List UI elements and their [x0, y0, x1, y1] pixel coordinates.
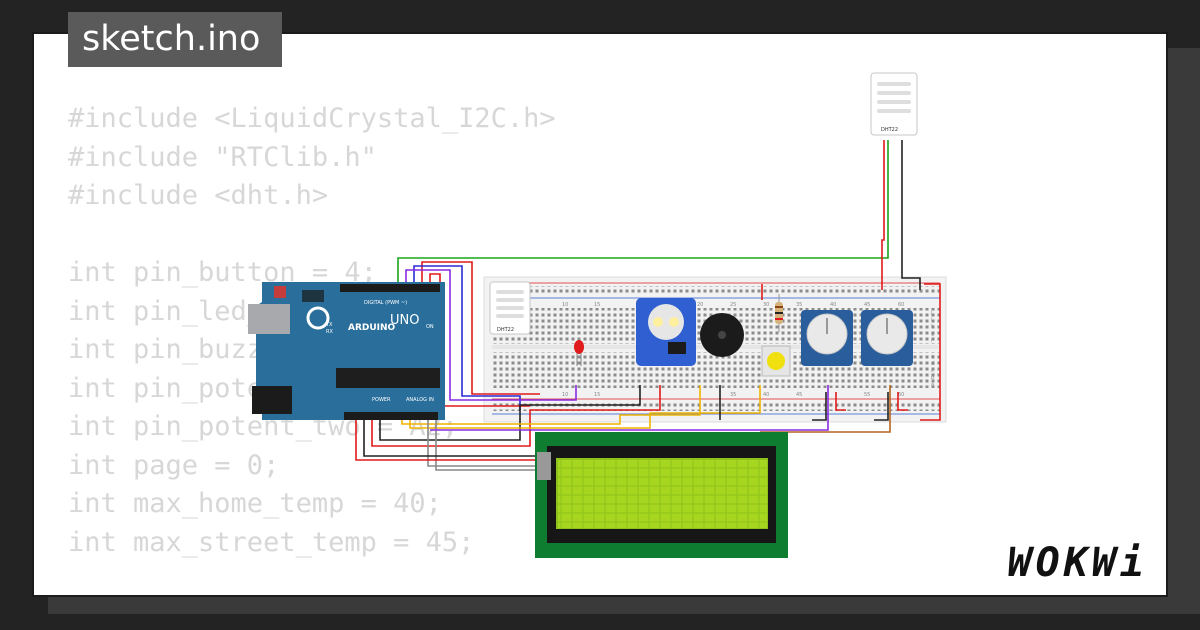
bb-number: 40	[763, 392, 769, 398]
push-button	[761, 345, 791, 377]
arduino-uno-board: DIGITAL (PWM ~) ARDUINO UNO ON TX RX L P…	[248, 282, 445, 420]
rx-led-label: RX	[326, 329, 333, 335]
l-led-label: L	[326, 312, 329, 318]
code-line: int page = 0;	[68, 449, 280, 481]
buzzer	[700, 313, 744, 357]
resistor	[775, 294, 783, 332]
red-led	[574, 340, 584, 366]
bb-letter: a	[931, 382, 934, 388]
code-line: #include <dht.h>	[68, 180, 329, 211]
code-line: #include <LiquidCrystal_I2C.h>	[68, 103, 556, 134]
dht22-label: DHT22	[497, 327, 514, 333]
bb-number: 35	[730, 392, 736, 398]
dht22-sensor-left: DHT22	[489, 281, 531, 335]
arduino-brand-label: ARDUINO	[348, 323, 396, 333]
board-model-label: UNO	[390, 313, 419, 328]
bb-number: 25	[730, 302, 736, 308]
breadboard-row-letters: j i h g f e d c b a	[930, 310, 934, 388]
bb-number: 15	[594, 392, 600, 398]
power-pins-label: POWER	[372, 397, 391, 403]
bb-letter: j	[930, 310, 932, 316]
code-line: int max_street_temp = 45;	[68, 526, 475, 558]
bb-number: 60	[898, 302, 904, 308]
bb-letter: b	[931, 375, 934, 381]
bb-number: 15	[594, 302, 600, 308]
code-line: #include "RTClib.h"	[68, 141, 377, 173]
bb-letter: i	[931, 317, 932, 323]
bb-number: 45	[796, 392, 802, 398]
bb-number: 60	[898, 392, 904, 398]
bb-number: 10	[562, 302, 568, 308]
bb-letter: c	[931, 368, 934, 374]
rtc-module	[636, 298, 696, 366]
wokwi-logo: WOKWi	[1007, 540, 1148, 586]
bb-letter: e	[931, 354, 934, 360]
bb-letter: h	[931, 324, 934, 330]
tx-led-label: TX	[325, 322, 333, 328]
bb-number: 55	[864, 392, 870, 398]
digital-pins-label: DIGITAL (PWM ~)	[364, 300, 407, 306]
bb-number: 30	[763, 302, 769, 308]
potentiometer-one	[801, 310, 853, 366]
analog-pins-label: ANALOG IN	[406, 397, 434, 403]
bb-number: 35	[796, 302, 802, 308]
breadboard-numbers: 10 15 20 25 30 35 40 45 60 10 15 35 40 4…	[562, 302, 904, 398]
on-led-label: ON	[426, 324, 434, 330]
dht22-label: DHT22	[881, 127, 898, 133]
bb-letter: f	[931, 338, 933, 344]
bb-number: 20	[697, 302, 703, 308]
bb-number: 40	[830, 302, 836, 308]
bb-number: 10	[562, 392, 568, 398]
bb-letter: d	[931, 361, 934, 367]
lcd-display	[535, 432, 788, 558]
potentiometer-two	[861, 310, 913, 366]
wires	[355, 140, 941, 471]
code-line: int max_home_temp = 40;	[68, 488, 442, 519]
dht22-sensor-right: DHT22	[870, 72, 918, 136]
file-tab[interactable]: sketch.ino	[68, 12, 283, 67]
bb-number: 45	[864, 302, 870, 308]
bb-letter: g	[931, 331, 934, 337]
